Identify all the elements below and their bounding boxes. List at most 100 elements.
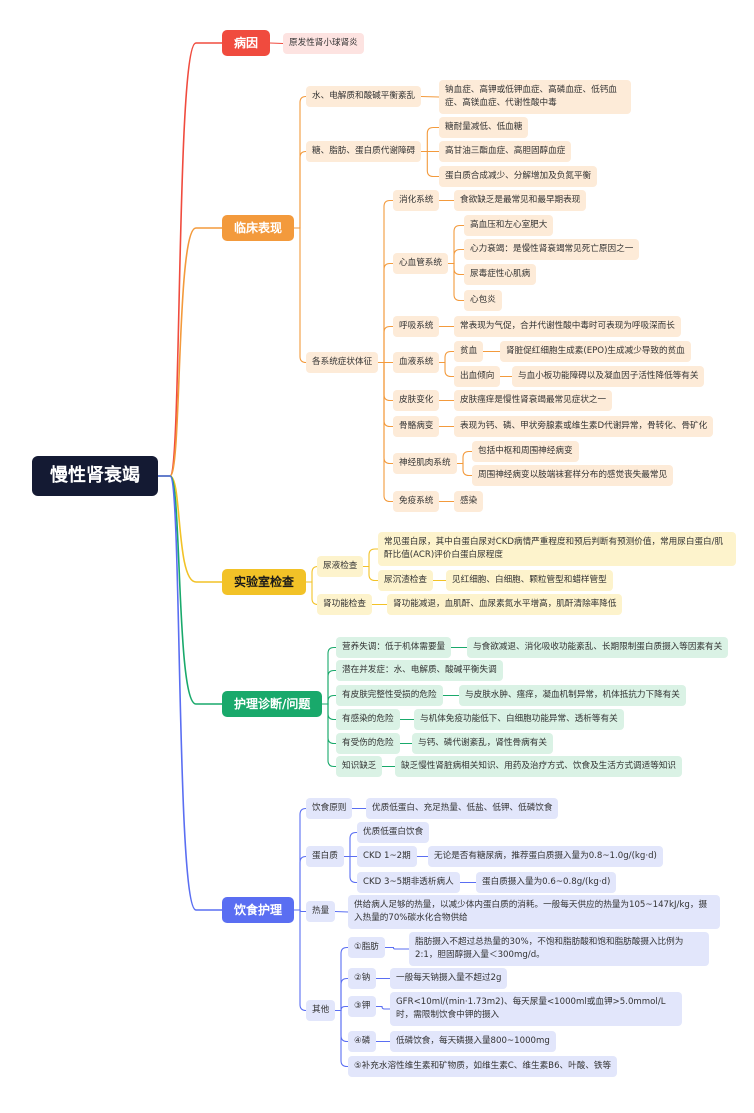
mindmap-node-n28[interactable]: 包括中枢和周围神经病变: [472, 441, 579, 462]
mindmap-node-n14[interactable]: 尿毒症性心肌病: [464, 264, 537, 285]
mindmap-node-n11[interactable]: 心血管系统: [393, 253, 448, 274]
connector-n45: [321, 703, 337, 745]
mindmap-node-n61[interactable]: 脂肪摄入不超过总热量的30%，不饱和脂肪酸和饱和脂肪酸摄入比例为2:1，胆固醇摄…: [409, 932, 709, 966]
mindmap-node-n47[interactable]: 知识缺乏: [336, 756, 383, 777]
connector-n25: [377, 361, 394, 428]
mindmap-node-n55[interactable]: CKD 3~5期非透析病人: [357, 872, 460, 893]
mindmap-node-n32[interactable]: 尿液检查: [317, 556, 364, 577]
mindmap-node-n38[interactable]: 营养失调：低于机体需要量: [336, 637, 452, 658]
mindmap-node-n30[interactable]: 免疫系统: [393, 491, 440, 512]
mindmap-node-n64[interactable]: ③钾: [348, 996, 377, 1017]
connector-n60: [334, 946, 349, 1012]
mindmap-node-n7[interactable]: 蛋白质合成减少、分解增加及负氮平衡: [439, 166, 598, 187]
mindmap-node-n1[interactable]: 原发性肾小球肾炎: [283, 33, 364, 54]
mindmap-node-n27[interactable]: 神经肌肉系统: [393, 453, 457, 474]
mindmap-node-n39[interactable]: 与食欲减退、消化吸收功能紊乱、长期限制蛋白质摄入等因素有关: [467, 637, 729, 658]
branch-etiology[interactable]: 病因: [222, 30, 271, 56]
mindmap-node-n66[interactable]: ④磷: [348, 1031, 377, 1052]
mindmap-node-n37[interactable]: 肾功能减退，血肌酐、血尿素氮水平增高，肌酐清除率降低: [387, 594, 623, 615]
mindmap-node-n26[interactable]: 表现为钙、磷、甲状旁腺素或维生素D代谢异常，骨转化、骨矿化: [454, 416, 714, 437]
mindmap-node-n60[interactable]: ①脂肪: [348, 937, 385, 958]
branch-diet[interactable]: 饮食护理: [222, 897, 295, 923]
mindmap-node-n51[interactable]: 蛋白质: [306, 846, 344, 867]
mindmap-node-n12[interactable]: 高血压和左心室肥大: [464, 215, 554, 236]
connector-n8: [293, 227, 307, 364]
connector-n38: [321, 646, 337, 705]
connector-n34: [362, 565, 379, 582]
mindmap-node-n4[interactable]: 糖、脂肪、蛋白质代谢障碍: [306, 141, 422, 162]
mindmap-node-n13[interactable]: 心力衰竭：是慢性肾衰竭常见死亡原因之一: [464, 239, 640, 260]
connector-n40: [321, 669, 337, 705]
connector-n13: [447, 248, 465, 265]
mindmap-node-n49[interactable]: 饮食原则: [306, 798, 353, 819]
connector-n27: [377, 361, 394, 465]
mindmap-node-n48[interactable]: 缺乏慢性肾脏病相关知识、用药及治疗方式、饮食及生活方式调适等知识: [395, 756, 683, 777]
connector-n30: [377, 361, 394, 503]
mindmap-node-n2[interactable]: 水、电解质和酸碱平衡紊乱: [306, 86, 422, 107]
mindmap-node-n58[interactable]: 供给病人足够的热量，以减少体内蛋白质的消耗。一般每天供应的热量为105~147k…: [348, 895, 720, 929]
mindmap-node-n31[interactable]: 感染: [454, 491, 484, 512]
connector-n59: [293, 909, 307, 1012]
mindmap-node-n63[interactable]: 一般每天钠摄入量不超过2g: [390, 968, 508, 989]
mindmap-node-n19[interactable]: 贫血: [454, 341, 484, 362]
mindmap-node-n50[interactable]: 优质低蛋白、充足热量、低盐、低钾、低磷饮食: [366, 798, 559, 819]
mindmap-node-n34[interactable]: 尿沉渣检查: [378, 570, 433, 591]
mindmap-node-n23[interactable]: 皮肤变化: [393, 390, 440, 411]
mindmap-node-n15[interactable]: 心包炎: [464, 290, 502, 311]
mindmap-node-n44[interactable]: 与机体免疫功能低下、白细胞功能异常、透析等有关: [414, 709, 624, 730]
mindmap-node-n24[interactable]: 皮肤瘙痒是慢性肾衰竭最常见症状之一: [454, 390, 613, 411]
branch-clinical[interactable]: 临床表现: [222, 215, 295, 241]
connector-n9: [377, 199, 394, 364]
connector-n49: [293, 807, 307, 911]
mindmap-node-n5[interactable]: 糖耐量减低、低血糖: [439, 117, 529, 138]
mindmap-node-n20[interactable]: 肾脏促红细胞生成素(EPO)生成减少导致的贫血: [500, 341, 691, 362]
mindmap-node-n9[interactable]: 消化系统: [393, 190, 440, 211]
mindmap-node-n57[interactable]: 热量: [306, 901, 336, 922]
mindmap-node-n10[interactable]: 食欲缺乏是最常见和最早期表现: [454, 190, 587, 211]
mindmap-node-n62[interactable]: ②钠: [348, 968, 377, 989]
mindmap-node-n59[interactable]: 其他: [306, 1000, 336, 1021]
mindmap-node-n16[interactable]: 呼吸系统: [393, 316, 440, 337]
mindmap-node-n33[interactable]: 常见蛋白尿，其中白蛋白尿对CKD病情严重程度和预后判断有预测价值，常用尿白蛋白/…: [378, 532, 736, 566]
mindmap-node-n25[interactable]: 骨骼病变: [393, 416, 440, 437]
mindmap-node-n65[interactable]: GFR<10ml/(min·1.73m2)、每天尿量<1000ml或血钾>5.0…: [390, 992, 682, 1026]
mindmap-node-n36[interactable]: 肾功能检查: [317, 594, 372, 615]
mindmap-node-n41[interactable]: 有皮肤完整性受损的危险: [336, 685, 443, 706]
branch-lab[interactable]: 实验室检查: [222, 569, 307, 595]
mindmap-node-n6[interactable]: 高甘油三酯血症、高胆固醇血症: [439, 141, 572, 162]
mindmap-node-n17[interactable]: 常表现为气促，合并代谢性酸中毒时可表现为呼吸深而长: [454, 316, 681, 337]
mindmap-node-n56[interactable]: 蛋白质摄入量为0.6~0.8g/(kg·d): [476, 872, 617, 893]
connector-n62: [334, 977, 349, 1012]
connector-n55: [343, 855, 358, 884]
root-node[interactable]: 慢性肾衰竭: [32, 456, 158, 496]
connector-n11: [377, 262, 394, 364]
mindmap-node-n35[interactable]: 见红细胞、白细胞、颗粒管型和蜡样管型: [446, 570, 613, 591]
mindmap-node-n52[interactable]: 优质低蛋白饮食: [357, 822, 430, 843]
mindmap-node-n22[interactable]: 与血小板功能障碍以及凝血因子活性降低等有关: [512, 366, 705, 387]
mindmap-node-n21[interactable]: 出血倾向: [454, 366, 501, 387]
connector-n2: [293, 95, 307, 229]
branch-nursing-diagnosis[interactable]: 护理诊断/问题: [222, 691, 323, 717]
connector-n1: [269, 42, 284, 45]
connector-n21: [438, 361, 455, 378]
mindmap-node-n43[interactable]: 有感染的危险: [336, 709, 400, 730]
connector-n29: [456, 462, 473, 477]
connector-n4: [293, 150, 307, 229]
mindmap-node-n18[interactable]: 血液系统: [393, 352, 440, 373]
mindmap-node-n45[interactable]: 有受伤的危险: [336, 733, 400, 754]
mindmap-node-n54[interactable]: 无论是否有糖尿病，推荐蛋白质摄入量为0.8~1.0g/(kg·d): [428, 846, 663, 867]
mindmap-node-n53[interactable]: CKD 1~2期: [357, 846, 417, 867]
connector-n3: [420, 95, 440, 98]
connector-n61: [384, 946, 410, 950]
mindmap-node-n68[interactable]: ⑤补充水溶性维生素和矿物质，如维生素C、维生素B6、叶酸、铁等: [348, 1056, 618, 1077]
mindmap-node-n42[interactable]: 与皮肤水肿、瘙痒，凝血机制异常，机体抵抗力下降有关: [459, 685, 686, 706]
mindmap-node-n67[interactable]: 低磷饮食，每天磷摄入量800~1000mg: [390, 1031, 556, 1052]
mindmap-node-n40[interactable]: 潜在并发症：水、电解质、酸碱平衡失调: [336, 660, 503, 681]
mindmap-node-n29[interactable]: 周围神经病变以肢端袜套样分布的感觉丧失最常见: [472, 465, 674, 486]
mindmap-node-n46[interactable]: 与钙、磷代谢紊乱，肾性骨病有关: [412, 733, 553, 754]
mindmap-node-n3[interactable]: 钠血症、高钾或低钾血症、高磷血症、低钙血症、高镁血症、代谢性酸中毒: [439, 80, 631, 114]
connector-b1: [157, 42, 223, 477]
connector-n65: [375, 1005, 391, 1010]
mindmap-node-n8[interactable]: 各系统症状体征: [306, 352, 379, 373]
